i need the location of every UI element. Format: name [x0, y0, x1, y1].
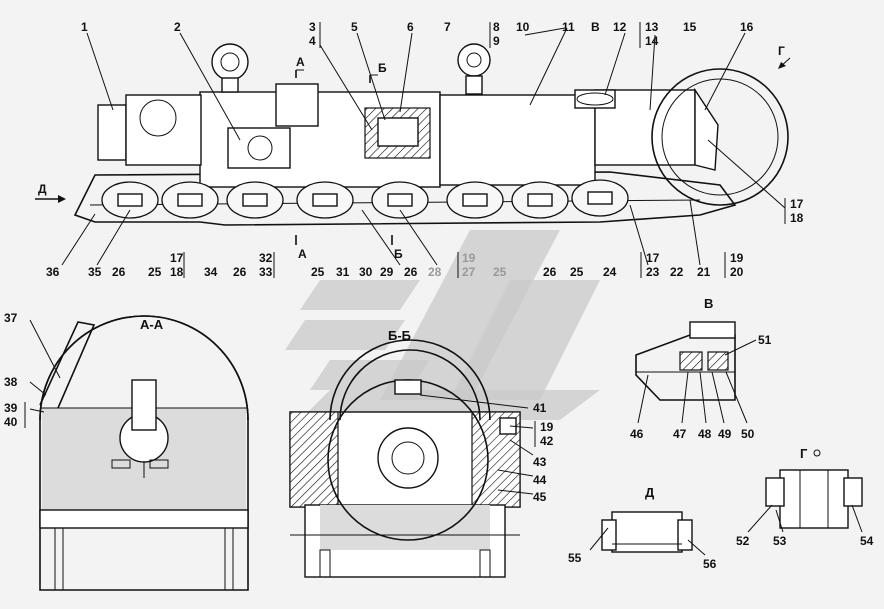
callout-v: В	[591, 20, 600, 34]
callout-23: 23	[646, 265, 660, 279]
callout-25d: 25	[570, 265, 584, 279]
callout-25a: 25	[148, 265, 162, 279]
view-g-detail	[747, 449, 863, 533]
callout-19c: 19	[540, 420, 554, 434]
callout-47: 47	[673, 427, 687, 441]
callout-48: 48	[698, 427, 712, 441]
callout-17a: 17	[170, 251, 184, 265]
callout-20: 20	[730, 265, 744, 279]
title-section-bb: Б-Б	[388, 328, 411, 343]
callout-49: 49	[718, 427, 732, 441]
view-v-detail	[635, 321, 757, 424]
section-marker-a-top: А	[296, 55, 305, 69]
callout-31: 31	[336, 265, 350, 279]
callout-45: 45	[533, 490, 547, 504]
callout-16: 16	[740, 20, 754, 34]
callout-11: 11	[562, 20, 575, 34]
callout-34: 34	[204, 265, 218, 279]
callout-36: 36	[46, 265, 60, 279]
callout-17-right: 17	[790, 197, 804, 211]
callout-32: 32	[259, 251, 273, 265]
callout-17b: 17	[646, 251, 660, 265]
callout-19a: 19	[462, 251, 476, 265]
callout-30: 30	[359, 265, 373, 279]
callout-22: 22	[670, 265, 684, 279]
callout-24: 24	[603, 265, 617, 279]
section-marker-a-bottom: А	[298, 247, 307, 261]
callout-18-right: 18	[790, 211, 804, 225]
section-marker-b-bottom: Б	[394, 247, 403, 261]
callout-26a: 26	[112, 265, 126, 279]
callout-43: 43	[533, 455, 547, 469]
callout-26c: 26	[404, 265, 418, 279]
leader-lines	[61, 27, 786, 266]
callout-54: 54	[860, 534, 874, 548]
callout-26d: 26	[543, 265, 557, 279]
callout-52: 52	[736, 534, 750, 548]
callout-3: 3	[309, 20, 316, 34]
title-view-d: Д	[645, 485, 655, 500]
title-view-g: Г	[800, 446, 808, 461]
callout-9: 9	[493, 34, 500, 48]
callout-2: 2	[174, 20, 181, 34]
section-bb	[289, 339, 534, 578]
callout-41: 41	[533, 401, 547, 415]
callout-35: 35	[88, 265, 102, 279]
callout-18a: 18	[170, 265, 184, 279]
callout-7: 7	[444, 20, 451, 34]
callout-44: 44	[533, 473, 547, 487]
callout-26b: 26	[233, 265, 247, 279]
callout-8: 8	[493, 20, 500, 34]
callout-50: 50	[741, 427, 755, 441]
section-aa	[29, 315, 249, 591]
callout-1: 1	[81, 20, 88, 34]
callout-33: 33	[259, 265, 273, 279]
callout-37: 37	[4, 311, 18, 325]
callout-g: Г	[778, 44, 785, 58]
callout-39: 39	[4, 401, 18, 415]
callout-27: 27	[462, 265, 476, 279]
watermark-logo	[285, 230, 600, 420]
callout-15: 15	[683, 20, 697, 34]
callout-25b: 25	[311, 265, 325, 279]
callout-53: 53	[773, 534, 787, 548]
title-section-aa: А-А	[140, 317, 164, 332]
callout-12: 12	[613, 20, 627, 34]
callout-25c: 25	[493, 265, 507, 279]
callout-42: 42	[540, 434, 554, 448]
callout-55: 55	[568, 551, 582, 565]
callout-29: 29	[380, 265, 394, 279]
track-frame-side-view	[35, 43, 791, 245]
callout-51: 51	[758, 333, 772, 347]
callout-14: 14	[645, 34, 659, 48]
callout-6: 6	[407, 20, 414, 34]
callout-38: 38	[4, 375, 18, 389]
callout-21: 21	[697, 265, 711, 279]
callout-56: 56	[703, 557, 717, 571]
callout-28: 28	[428, 265, 442, 279]
section-marker-d: Д	[38, 182, 47, 196]
view-d-detail	[589, 511, 706, 556]
callout-40: 40	[4, 415, 18, 429]
title-view-v: В	[704, 296, 713, 311]
callout-5: 5	[351, 20, 358, 34]
callout-46: 46	[630, 427, 644, 441]
section-marker-b-top: Б	[378, 61, 387, 75]
callout-10: 10	[516, 20, 530, 34]
callout-13: 13	[645, 20, 659, 34]
callout-19b: 19	[730, 251, 744, 265]
callout-4: 4	[309, 34, 316, 48]
support-rollers	[101, 179, 629, 219]
